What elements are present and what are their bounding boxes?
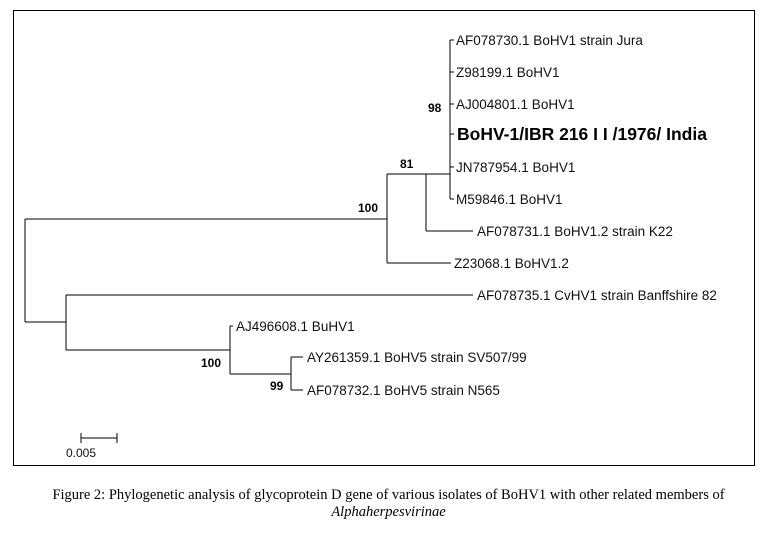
bootstrap-value: 98: [428, 101, 442, 115]
taxon-label: Z98199.1 BoHV1: [456, 65, 560, 80]
bootstrap-value: 99: [270, 379, 284, 393]
tree-frame: [13, 10, 755, 466]
taxon-label: AJ496608.1 BuHV1: [236, 319, 355, 334]
phylogenetic-tree: AF078730.1 BoHV1 strain Jura Z98199.1 Bo…: [24, 33, 717, 460]
taxon-label: M59846.1 BoHV1: [456, 192, 563, 207]
taxon-label: AF078731.1 BoHV1.2 strain K22: [477, 224, 673, 239]
tree-branches: [24, 39, 473, 391]
taxon-labels: AF078730.1 BoHV1 strain Jura Z98199.1 Bo…: [236, 33, 717, 398]
bootstrap-values: 98 81 100 100 99: [201, 101, 442, 393]
taxon-label: AF078732.1 BoHV5 strain N565: [307, 383, 500, 398]
taxon-label: AF078735.1 CvHV1 strain Banffshire 82: [477, 288, 717, 303]
taxon-label: AY261359.1 BoHV5 strain SV507/99: [307, 350, 527, 365]
caption-text: Figure 2: Phylogenetic analysis of glyco…: [52, 487, 725, 503]
figure-caption: Figure 2: Phylogenetic analysis of glyco…: [20, 487, 757, 521]
bootstrap-value: 100: [201, 356, 221, 370]
bootstrap-value: 100: [358, 201, 378, 215]
taxon-label: Z23068.1 BoHV1.2: [454, 256, 569, 271]
taxon-label: JN787954.1 BoHV1: [456, 160, 575, 175]
taxon-label: AJ004801.1 BoHV1: [456, 97, 575, 112]
scale-bar: 0.005: [66, 433, 118, 460]
scale-bar-label: 0.005: [66, 446, 96, 460]
bootstrap-value: 81: [400, 157, 414, 171]
taxon-label-highlighted: BoHV-1/IBR 216 I I /1976/ India: [457, 124, 707, 144]
taxon-label: AF078730.1 BoHV1 strain Jura: [456, 33, 643, 48]
caption-taxon-italic: Alphaherpesvirinae: [331, 504, 446, 520]
